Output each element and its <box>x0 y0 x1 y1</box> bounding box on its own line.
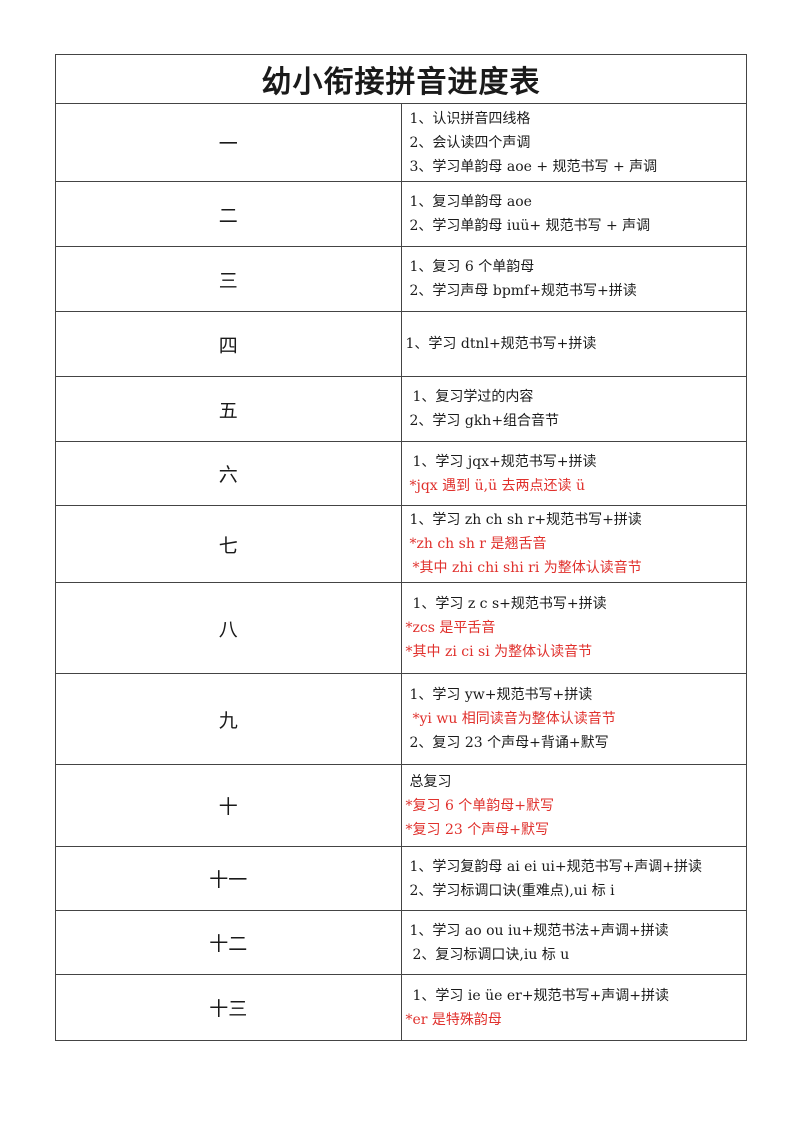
table-row: 一 1、认识拼音四线格 2、会认读四个声调 3、学习单韵母 aoe + 规范书写 + … <box>55 103 747 182</box>
lesson-content: 1、复习学过的内容 2、学习 gkh+组合音节 <box>400 376 747 442</box>
table-row: 十总复习 *复习 6 个单韵母+默写 *复习 23 个声母+默写 <box>55 764 747 847</box>
lesson-item: 1、学习 z c s+规范书写+拼读 <box>412 596 607 612</box>
progress-table: 幼小衔接拼音进度表 一 1、认识拼音四线格 2、会认读四个声调 3、学习单韵母 aoe… <box>55 54 747 1041</box>
table-row: 八 1、学习 z c s+规范书写+拼读 *zcs 是平舌音 *其中 zi ci si… <box>55 582 747 674</box>
week-label: 九 <box>55 673 402 765</box>
week-label: 一 <box>55 103 402 182</box>
week-label: 四 <box>55 311 402 377</box>
lesson-note: *复习 23 个声母+默写 <box>405 821 549 838</box>
lesson-content: 1、学习 yw+规范书写+拼读 *yi wu 相同读音为整体认读音节 2、复习 23… <box>400 673 747 765</box>
progress-table-body: 幼小衔接拼音进度表 一 1、认识拼音四线格 2、会认读四个声调 3、学习单韵母 aoe… <box>55 54 747 1041</box>
lesson-item: 1、认识拼音四线格 <box>409 110 531 127</box>
lesson-note: *er 是特殊韵母 <box>405 1011 502 1028</box>
lesson-item: 2、学习单韵母 iuü+ 规范书写 + 声调 <box>409 218 651 234</box>
lesson-item: 1、学习 ao ou iu+规范书法+声调+拼读 <box>409 922 669 939</box>
table-row: 十一 1、学习复韵母 ai ei ui+规范书写+声调+拼读 2、学习标调口诀(重难… <box>55 846 747 911</box>
lesson-item: 1、学习 yw+规范书写+拼读 <box>409 687 593 703</box>
lesson-item: 1、复习单韵母 aoe <box>409 194 532 210</box>
lesson-note: *zcs 是平舌音 <box>405 620 496 636</box>
week-label: 六 <box>55 441 402 506</box>
lesson-item: 1、复习 6 个单韵母 <box>409 259 535 275</box>
week-label: 十三 <box>55 974 402 1041</box>
lesson-item: 总复习 <box>409 773 452 790</box>
table-row: 九 1、学习 yw+规范书写+拼读 *yi wu 相同读音为整体认读音节 2、复习 2… <box>55 673 747 765</box>
lesson-item: 2、学习声母 bpmf+规范书写+拼读 <box>409 283 637 299</box>
lesson-note: *其中 zi ci si 为整体认读音节 <box>405 644 593 660</box>
lesson-content: 1、学习 ie üe er+规范书写+声调+拼读 *er 是特殊韵母 <box>400 974 747 1041</box>
week-label: 十一 <box>55 846 402 911</box>
lesson-content: 1、学习 ao ou iu+规范书法+声调+拼读 2、复习标调口诀,iu 标 u <box>400 910 747 975</box>
lesson-item: 2、学习 gkh+组合音节 <box>409 413 560 429</box>
lesson-content: 1、学习 zh ch sh r+规范书写+拼读 *zh ch sh r 是翘舌音 *… <box>400 505 747 583</box>
lesson-item: 2、会认读四个声调 <box>409 134 531 151</box>
week-label: 二 <box>55 181 402 247</box>
lesson-content: 1、复习单韵母 aoe 2、学习单韵母 iuü+ 规范书写 + 声调 <box>400 181 747 247</box>
lesson-content: 1、学习 jqx+规范书写+拼读 *jqx 遇到 ü,ü 去两点还读 ü <box>400 441 747 506</box>
lesson-note: *复习 6 个单韵母+默写 <box>405 797 555 814</box>
week-label: 五 <box>55 376 402 442</box>
week-label: 七 <box>55 505 402 583</box>
lesson-item: 2、复习 23 个声母+背诵+默写 <box>409 735 609 751</box>
week-label: 十 <box>55 764 402 847</box>
table-row: 三 1、复习 6 个单韵母 2、学习声母 bpmf+规范书写+拼读 <box>55 246 747 312</box>
lesson-item: 2、复习标调口诀,iu 标 u <box>412 946 570 963</box>
lesson-item: 1、学习 ie üe er+规范书写+声调+拼读 <box>412 987 670 1004</box>
lesson-note: *其中 zhi chi shi ri 为整体认读音节 <box>412 560 642 576</box>
lesson-item: 2、学习标调口诀(重难点),ui 标 i <box>409 882 615 899</box>
page-title: 幼小衔接拼音进度表 <box>55 54 747 104</box>
lesson-note: *zh ch sh r 是翘舌音 <box>409 536 547 552</box>
title-row: 幼小衔接拼音进度表 <box>55 54 747 104</box>
lesson-item: 1、学习 jqx+规范书写+拼读 <box>412 453 597 470</box>
lesson-note: *yi wu 相同读音为整体认读音节 <box>412 711 616 727</box>
table-row: 七 1、学习 zh ch sh r+规范书写+拼读 *zh ch sh r 是翘舌音… <box>55 505 747 583</box>
lesson-content: 1、学习 dtnl+规范书写+拼读 <box>400 311 747 377</box>
lesson-item: 1、学习 dtnl+规范书写+拼读 <box>405 336 597 352</box>
lesson-item: 1、学习复韵母 ai ei ui+规范书写+声调+拼读 <box>409 858 703 875</box>
lesson-content: 1、学习复韵母 ai ei ui+规范书写+声调+拼读 2、学习标调口诀(重难点)… <box>400 846 747 911</box>
week-label: 三 <box>55 246 402 312</box>
lesson-content: 1、复习 6 个单韵母 2、学习声母 bpmf+规范书写+拼读 <box>400 246 747 312</box>
lesson-item: 1、学习 zh ch sh r+规范书写+拼读 <box>409 512 642 528</box>
lesson-content: 总复习 *复习 6 个单韵母+默写 *复习 23 个声母+默写 <box>400 764 747 847</box>
table-row: 十三 1、学习 ie üe er+规范书写+声调+拼读 *er 是特殊韵母 <box>55 974 747 1041</box>
table-row: 二 1、复习单韵母 aoe 2、学习单韵母 iuü+ 规范书写 + 声调 <box>55 181 747 247</box>
week-label: 八 <box>55 582 402 674</box>
lesson-note: *jqx 遇到 ü,ü 去两点还读 ü <box>409 477 586 494</box>
lesson-item: 3、学习单韵母 aoe + 规范书写 + 声调 <box>409 158 658 175</box>
table-row: 六 1、学习 jqx+规范书写+拼读 *jqx 遇到 ü,ü 去两点还读 ü <box>55 441 747 506</box>
table-row: 十二 1、学习 ao ou iu+规范书法+声调+拼读 2、复习标调口诀,iu 标 … <box>55 910 747 975</box>
lesson-content: 1、学习 z c s+规范书写+拼读 *zcs 是平舌音 *其中 zi ci si … <box>400 582 747 674</box>
table-row: 五 1、复习学过的内容 2、学习 gkh+组合音节 <box>55 376 747 442</box>
week-label: 十二 <box>55 910 402 975</box>
lesson-item: 1、复习学过的内容 <box>412 389 534 405</box>
lesson-content: 1、认识拼音四线格 2、会认读四个声调 3、学习单韵母 aoe + 规范书写 + 声… <box>400 103 747 182</box>
